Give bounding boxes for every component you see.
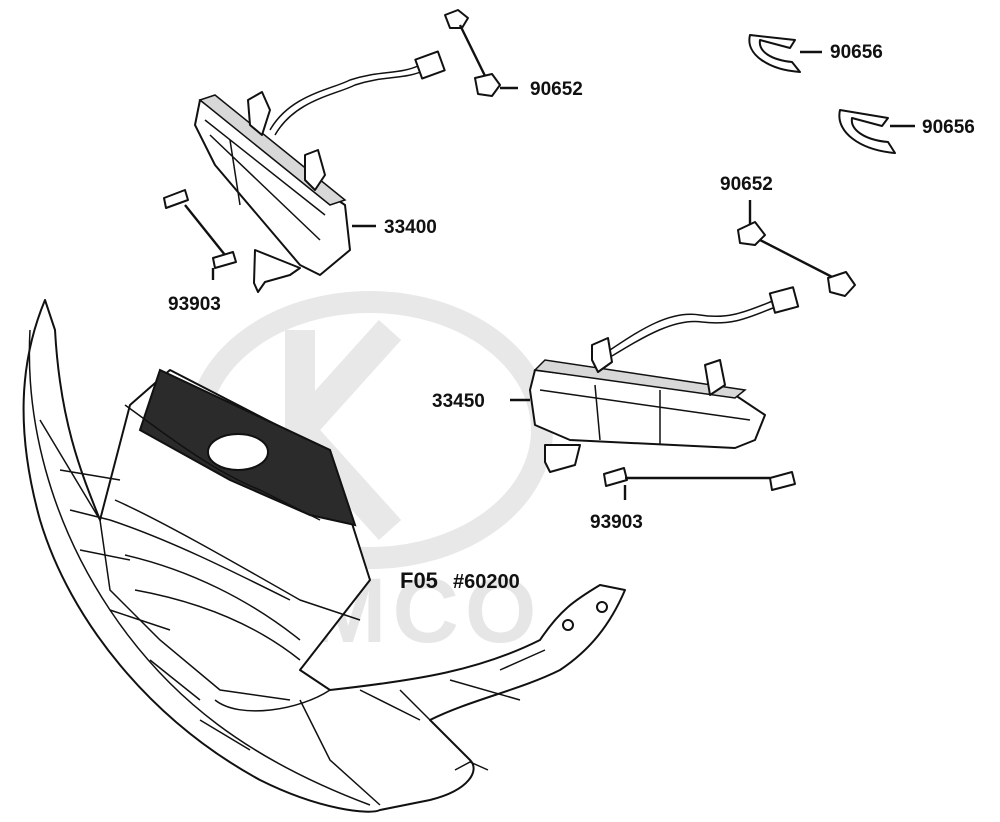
right-fog-lamp-part <box>529 286 800 473</box>
screw-pair-left <box>163 189 237 280</box>
callout-screw-right: 93903 <box>590 512 643 533</box>
left-fog-lamp-part <box>194 50 446 293</box>
callout-tie-lower: 90656 <box>922 117 975 138</box>
clip-pair-right <box>737 200 856 297</box>
callout-clip-top: 90652 <box>530 79 583 100</box>
callout-lamp-right: 33450 <box>432 391 485 412</box>
screw-pair-right <box>603 467 796 500</box>
callout-screw-left: 93903 <box>168 294 221 315</box>
cable-tie-upper <box>748 34 822 73</box>
callout-cover-code: F05 <box>400 568 438 593</box>
callout-lamp-left: 33400 <box>384 217 437 238</box>
front-cover-part <box>22 299 626 813</box>
callout-tie-upper: 90656 <box>830 42 883 63</box>
clip-pair-top <box>444 9 518 97</box>
callout-clip-right: 90652 <box>720 174 773 195</box>
cable-tie-lower <box>838 109 915 154</box>
callout-cover-part: #60200 <box>453 571 520 593</box>
